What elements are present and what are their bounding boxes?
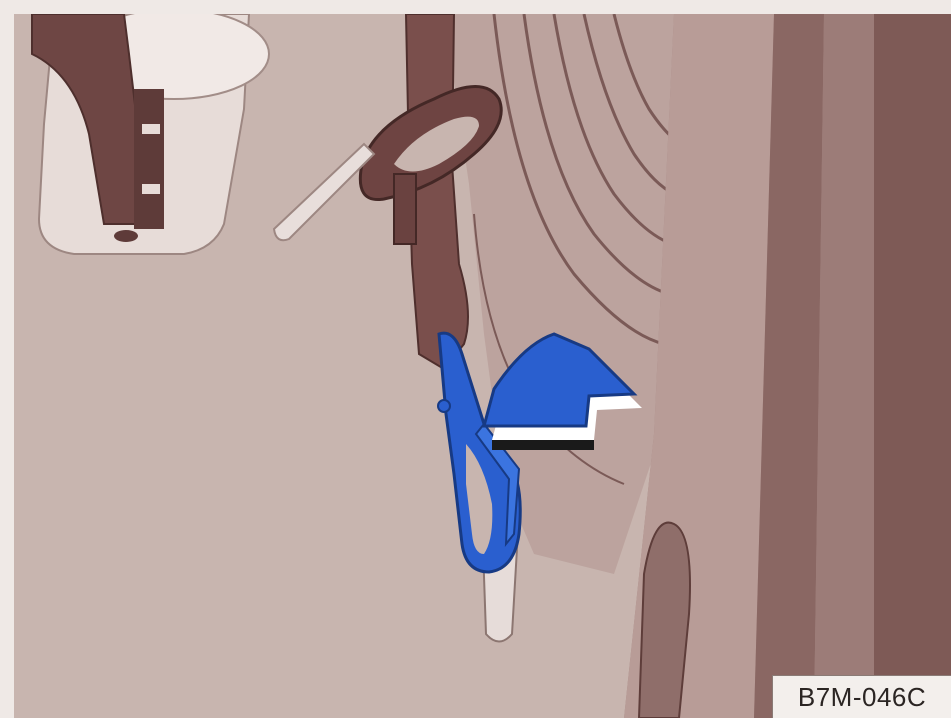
reference-code-label: B7M-046C xyxy=(772,675,951,718)
illustration-drawing xyxy=(14,14,951,718)
side-trim-panel xyxy=(624,14,951,718)
illustration-frame: B7M-046C xyxy=(14,14,951,718)
